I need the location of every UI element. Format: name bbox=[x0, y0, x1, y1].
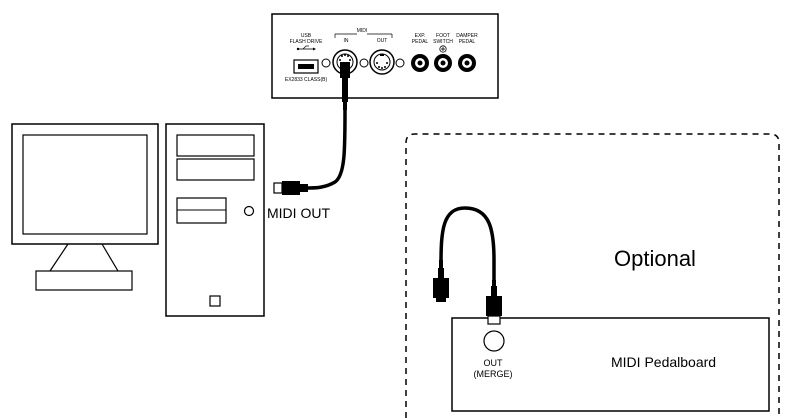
pedalboard-port-label-line2: (MERGE) bbox=[474, 369, 513, 379]
pedalboard-name: MIDI Pedalboard bbox=[611, 354, 716, 370]
midi-cable-pedalboard bbox=[433, 206, 502, 325]
power-led bbox=[243, 205, 255, 217]
polarity-icon bbox=[439, 45, 447, 53]
damper-label-line2: PEDAL bbox=[459, 39, 476, 45]
pedalboard-out-port bbox=[483, 330, 505, 352]
usb-port: USB FLASH DRIVE EX2833 CLASS(B) bbox=[285, 33, 328, 83]
exp-pedal-jack bbox=[411, 54, 429, 72]
damper-pedal-jack bbox=[458, 54, 476, 72]
optional-region: Optional bbox=[405, 133, 780, 418]
pedalboard-port-label-line1: OUT bbox=[484, 358, 504, 368]
monitor bbox=[11, 123, 159, 291]
usb-class-label: EX2833 CLASS(B) bbox=[285, 77, 328, 83]
foot-switch-label-line1: FOOT bbox=[436, 33, 450, 39]
midi-heading: MIDI bbox=[357, 28, 368, 34]
usb-label-line2: FLASH DRIVE bbox=[290, 39, 323, 45]
computer-midi-out-label: MIDI OUT bbox=[267, 205, 330, 221]
damper-label-line1: DAMPER bbox=[456, 33, 478, 39]
usb-icon bbox=[296, 45, 316, 51]
optional-label: Optional bbox=[614, 246, 696, 271]
midi-out-label: OUT bbox=[377, 38, 388, 44]
computer: MIDI OUT bbox=[11, 123, 330, 317]
midi-cable-computer bbox=[273, 62, 350, 195]
midi-in-label: IN bbox=[344, 38, 349, 44]
tower-case bbox=[165, 123, 265, 317]
midi-out-socket bbox=[369, 49, 395, 75]
instrument-rear-panel: USB FLASH DRIVE EX2833 CLASS(B) MIDI IN … bbox=[271, 13, 499, 99]
exp-label-line1: EXP. bbox=[415, 33, 426, 39]
exp-label-line2: PEDAL bbox=[412, 39, 429, 45]
power-button bbox=[209, 295, 221, 307]
midi-pedalboard: MIDI Pedalboard OUT (MERGE) bbox=[451, 317, 770, 412]
foot-switch-jack bbox=[434, 54, 452, 72]
foot-switch-label-line2: SWITCH bbox=[433, 39, 453, 45]
usb-label-line1: USB bbox=[301, 33, 312, 39]
